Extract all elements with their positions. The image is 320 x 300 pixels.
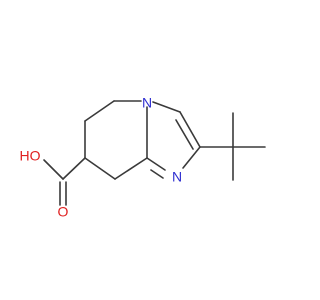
bond-cacid-oh — [43, 159, 64, 180]
bond-c7-cacid — [62, 157, 86, 180]
atom-o-label: O — [58, 204, 69, 220]
bond-c5-c6 — [84, 100, 115, 122]
bond-n4-c3 — [152, 101, 181, 113]
bond-c8-c8a — [114, 157, 148, 180]
bond-n1-c8a-double — [150, 169, 164, 179]
atom-n1-label: N — [172, 169, 182, 185]
molecule-structure: N N O HO — [20, 95, 266, 220]
molecule-canvas: N N O HO — [19, 94, 266, 220]
bond-c3-c2-double — [175, 119, 194, 150]
bond-n1-c8a — [146, 157, 166, 171]
atom-n4-label: N — [142, 95, 152, 111]
bond-c2-n1 — [182, 146, 201, 169]
atom-oh-label: HO — [20, 148, 41, 164]
bond-c3-c2 — [179, 111, 201, 148]
bond-c7-c8 — [84, 157, 116, 180]
